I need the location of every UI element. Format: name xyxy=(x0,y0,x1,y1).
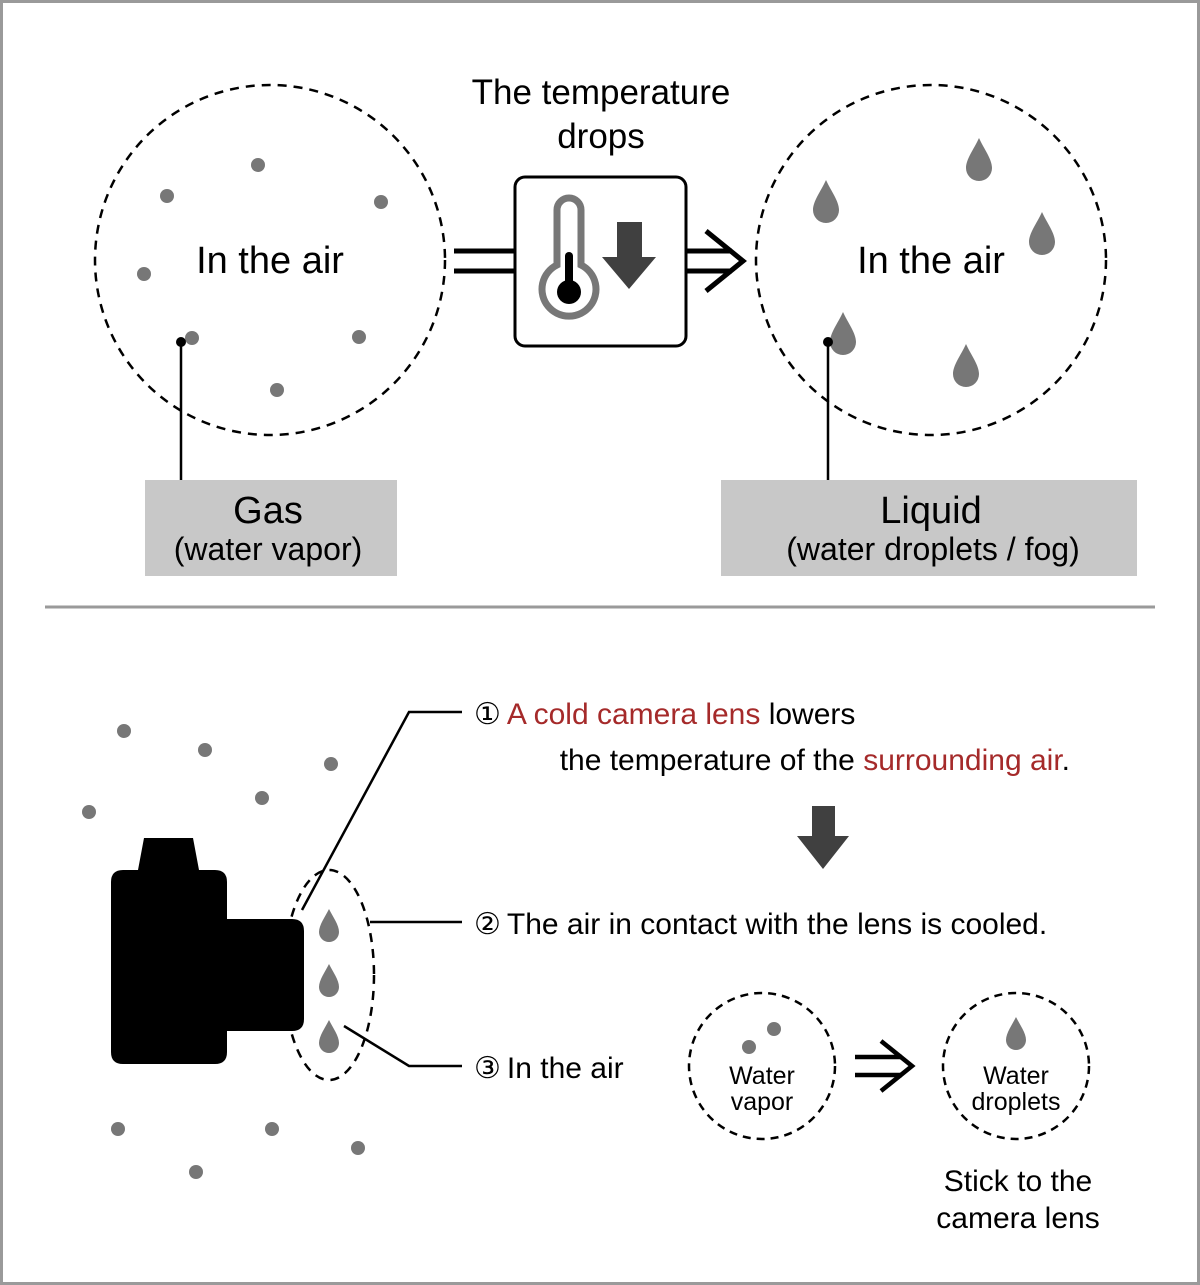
step1-line2-end: . xyxy=(1062,744,1070,777)
temperature-caption-line2: drops xyxy=(557,117,645,156)
droplets-label-line2: droplets xyxy=(972,1088,1061,1116)
temperature-caption-line1: The temperature xyxy=(472,73,731,112)
gas-leader-dot xyxy=(176,337,186,347)
liquid-label-box xyxy=(721,480,1137,576)
vapor-circle-particles xyxy=(742,1022,781,1054)
vapor-particles-left xyxy=(137,158,388,397)
step3-leader-line xyxy=(343,1024,462,1068)
gas-label-box xyxy=(145,480,397,576)
step3-number: ③ xyxy=(474,1052,501,1085)
vapor-circle xyxy=(687,991,837,1141)
step3-text: In the air xyxy=(507,1052,624,1085)
implies-arrow-small xyxy=(855,1039,916,1093)
step1-text1: lowers xyxy=(760,698,855,731)
lens-air-ellipse xyxy=(282,868,376,1082)
gas-subtitle: (water vapor) xyxy=(174,531,363,567)
implies-arrow xyxy=(686,229,747,293)
lens-droplets xyxy=(319,909,339,1053)
liquid-title: Liquid xyxy=(880,490,981,532)
step1-number: ① xyxy=(474,698,501,731)
left-circle-label: In the air xyxy=(196,240,344,282)
step1-line2: the temperature of the surrounding air. xyxy=(518,744,1095,777)
liquid-leader-dot xyxy=(823,337,833,347)
liquid-subtitle: (water droplets / fog) xyxy=(786,531,1079,567)
stick-caption-line2: camera lens xyxy=(936,1202,1099,1235)
droplets-circle xyxy=(941,991,1091,1141)
vapor-label-line1: Water xyxy=(729,1062,795,1090)
step2-text: The air in contact with the lens is cool… xyxy=(507,908,1047,941)
vapor-label-line2: vapor xyxy=(731,1088,794,1116)
step1-leader-line xyxy=(300,710,462,911)
step1-highlight-surrounding-air: surrounding air xyxy=(863,744,1063,777)
stick-caption-line1: Stick to the xyxy=(944,1165,1092,1198)
right-circle-label: In the air xyxy=(857,240,1005,282)
down-arrow-icon xyxy=(797,806,849,869)
step1-highlight-cold-lens: A cold camera lens xyxy=(507,698,760,731)
vapor-particles-camera xyxy=(82,724,365,1179)
step2-number: ② xyxy=(474,908,501,941)
air-circle-right xyxy=(754,83,1108,437)
thermometer-icon xyxy=(538,194,600,320)
equals-arrow xyxy=(454,248,515,274)
step1-line2-text: the temperature of the xyxy=(560,744,864,777)
temperature-box xyxy=(513,175,688,348)
camera-icon xyxy=(111,838,304,1064)
droplets-circle-drop xyxy=(1006,1017,1026,1050)
droplets-label-line1: Water xyxy=(983,1062,1049,1090)
down-arrow-icon xyxy=(602,222,656,289)
gas-title: Gas xyxy=(233,490,303,532)
air-circle-left xyxy=(93,83,447,437)
